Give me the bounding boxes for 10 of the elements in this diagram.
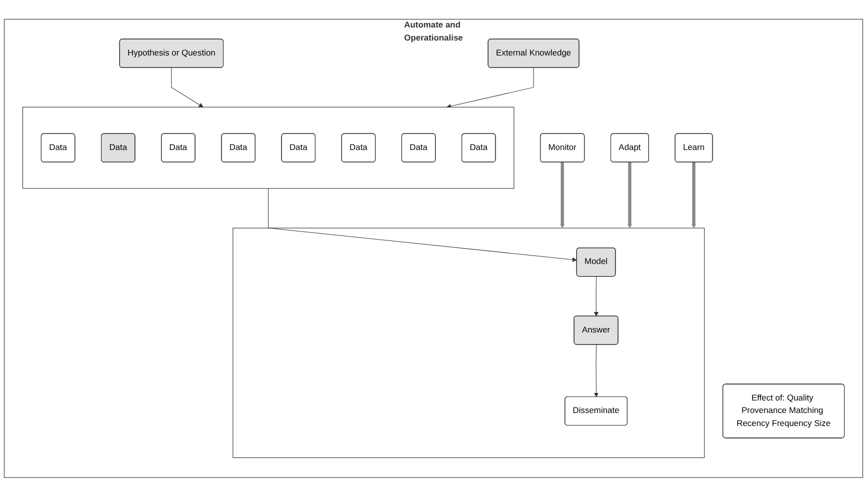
arrow xyxy=(691,162,696,228)
cluster xyxy=(22,106,514,188)
arrow xyxy=(594,276,599,316)
cluster xyxy=(232,227,705,458)
arrow xyxy=(627,162,632,228)
arrow xyxy=(594,344,599,397)
arrow xyxy=(268,188,577,262)
arrow xyxy=(446,66,534,108)
arrow xyxy=(560,162,565,228)
arrow xyxy=(171,66,204,107)
